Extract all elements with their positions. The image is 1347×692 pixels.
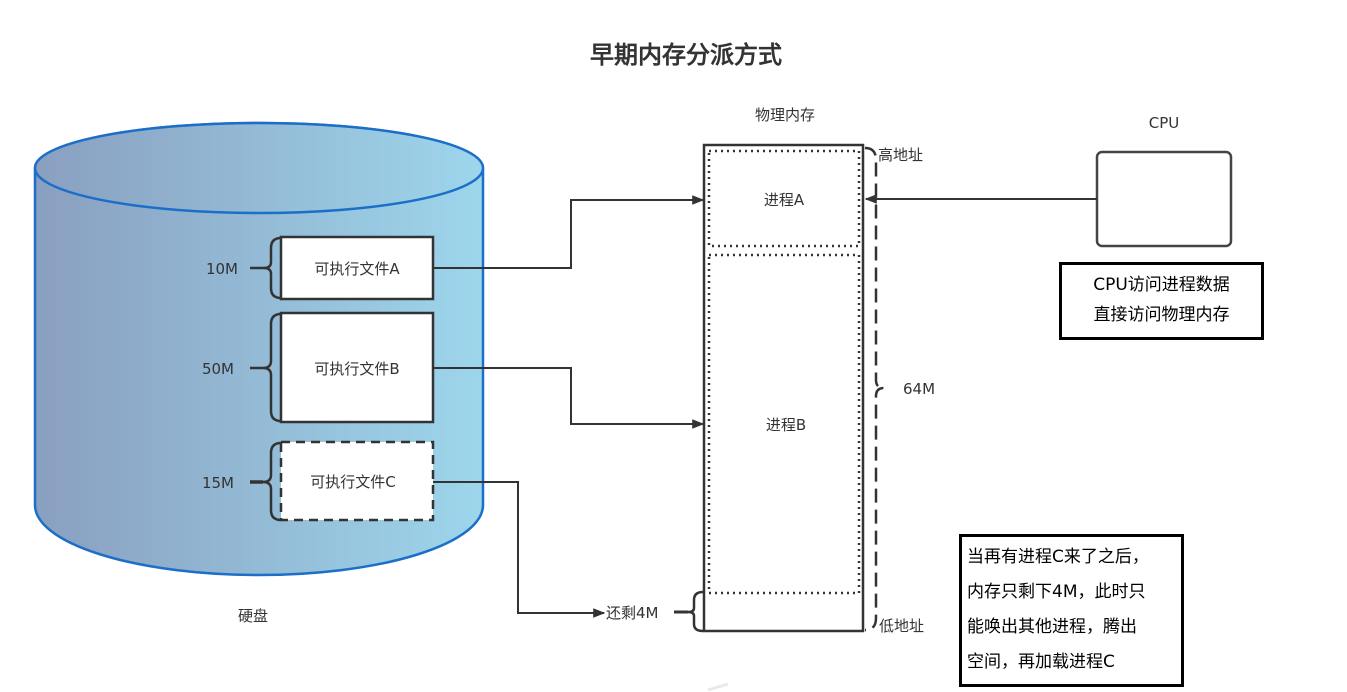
process-c-note-line-4: 空间，再加载进程C (967, 652, 1115, 672)
file-b-label: 可执行文件B (314, 360, 399, 378)
process-a-region[interactable] (707, 149, 861, 248)
remaining-brace (687, 590, 704, 633)
connector-file-c-to-remaining (433, 481, 606, 618)
cpu-note-line-2: 直接访问物理内存 (1093, 305, 1230, 325)
connector-file-b-to-process-b (433, 367, 705, 429)
high-address-label: 高地址 (878, 146, 923, 164)
diagram-title: 早期内存分派方式 (590, 41, 782, 69)
file-b[interactable]: 可执行文件B 50M (202, 311, 435, 424)
connector-file-a-to-process-a (433, 195, 705, 269)
file-b-box[interactable] (279, 311, 435, 424)
process-c-note-line-2: 内存只剩下4M，此时只 (967, 582, 1146, 602)
disk-label: 硬盘 (238, 607, 268, 625)
file-a-size: 10M (206, 260, 238, 278)
low-address-label: 低地址 (879, 617, 924, 635)
process-b-label: 进程B (766, 416, 806, 434)
remaining-memory-label: 还剩4M (606, 604, 659, 622)
file-b-size: 50M (202, 360, 234, 378)
file-a-label: 可执行文件A (314, 260, 400, 278)
process-c-note-line-1: 当再有进程C来了之后， (967, 547, 1149, 567)
process-c-note: 当再有进程C来了之后， 内存只剩下4M，此时只 能唤出其他进程，腾出 空间，再加… (959, 534, 1184, 687)
memory-size-brace (864, 146, 885, 632)
process-b[interactable]: 进程B (707, 253, 861, 595)
physical-memory-block (702, 143, 865, 633)
disk-top (33, 121, 485, 215)
cpu-label: CPU (1149, 114, 1180, 132)
memory-total-size: 64M (903, 380, 935, 398)
process-b-region[interactable] (707, 253, 861, 595)
decorative-mark (707, 682, 729, 692)
cpu-access-note: CPU访问进程数据 直接访问物理内存 (1059, 262, 1264, 340)
process-a[interactable]: 进程A (707, 149, 861, 248)
memory-label: 物理内存 (755, 106, 815, 124)
process-a-label: 进程A (764, 191, 805, 209)
cpu-box[interactable] (1095, 150, 1233, 248)
cpu-note-line-1: CPU访问进程数据 (1093, 275, 1230, 295)
file-c-label: 可执行文件C (310, 473, 395, 491)
file-c[interactable]: 可执行文件C 15M (202, 440, 435, 522)
file-c-box[interactable] (279, 440, 435, 522)
file-c-size: 15M (202, 474, 234, 492)
process-c-note-line-3: 能唤出其他进程，腾出 (967, 617, 1137, 637)
